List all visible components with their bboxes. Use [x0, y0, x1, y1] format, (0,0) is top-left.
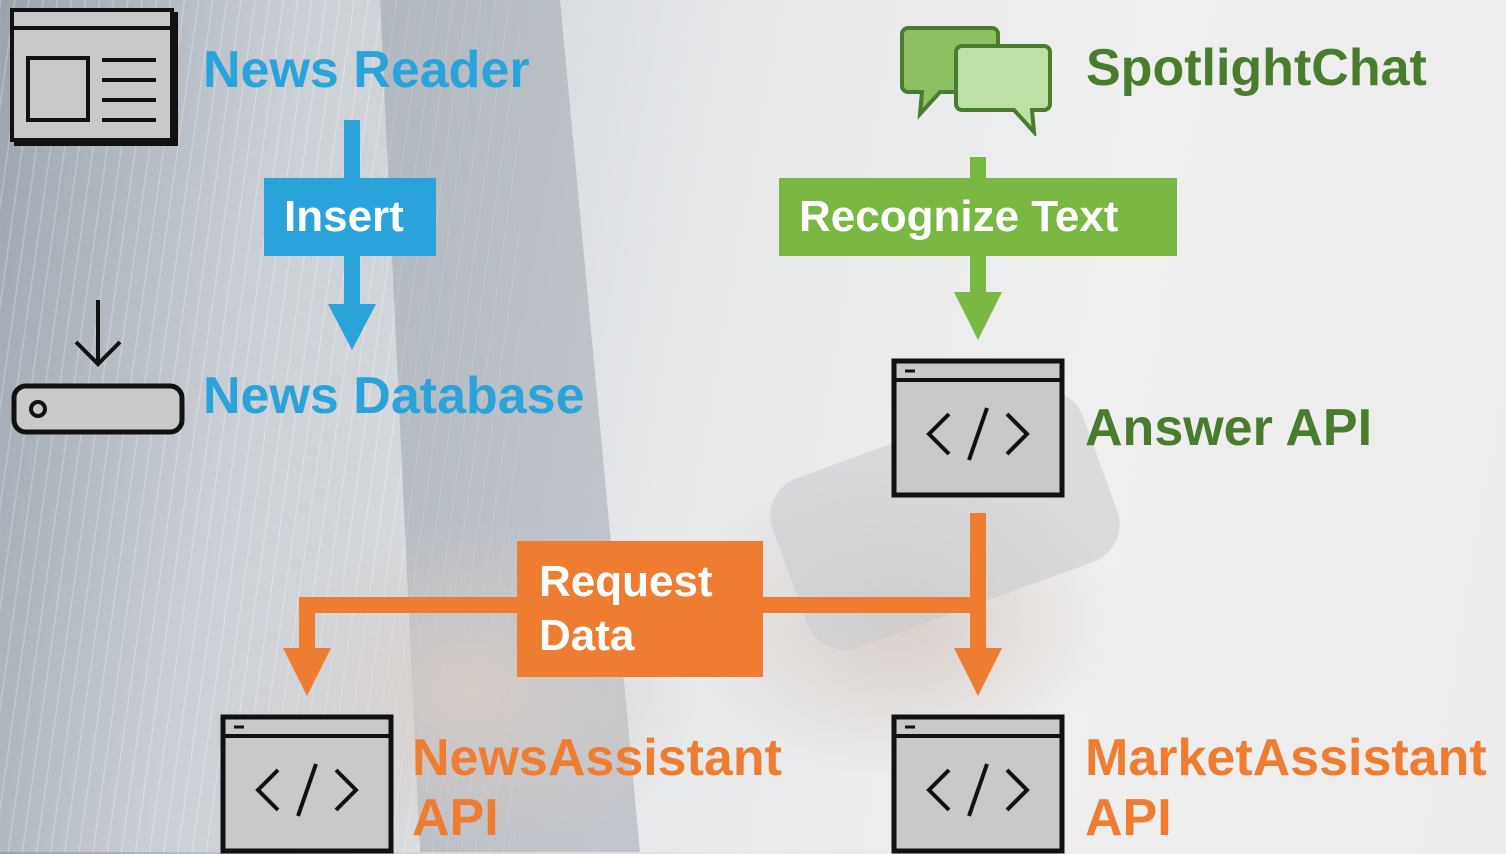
answer-api-label: Answer API: [1085, 399, 1373, 457]
news-assistant-api-label: NewsAssistant API: [412, 728, 782, 848]
news-assistant-api-line-1: NewsAssistant: [412, 729, 782, 787]
insert-tag-text: Insert: [284, 191, 404, 241]
news-assistant-code-window-icon: [220, 714, 394, 854]
recognize-text-tag: Recognize Text: [779, 178, 1177, 256]
news-reader-label: News Reader: [203, 41, 530, 99]
request-data-tag: Request Data: [517, 541, 763, 677]
chat-bubbles-icon: [900, 26, 1052, 136]
market-assistant-code-window-icon: [891, 714, 1065, 854]
spotlight-chat-label: SpotlightChat: [1086, 39, 1427, 97]
insert-tag: Insert: [264, 178, 436, 256]
market-assistant-api-line-2: API: [1085, 789, 1172, 847]
market-assistant-api-label: MarketAssistant API: [1085, 728, 1487, 848]
answer-api-code-window-icon: [891, 358, 1065, 498]
request-data-tag-line-1: Request: [539, 557, 713, 606]
news-database-label: News Database: [203, 367, 585, 425]
download-to-drive-icon: [11, 300, 185, 435]
request-data-arrows: [283, 513, 1002, 696]
recognize-text-tag-text: Recognize Text: [799, 191, 1119, 241]
request-data-tag-line-2: Data: [539, 611, 635, 660]
newspaper-icon: [10, 8, 178, 146]
market-assistant-api-line-1: MarketAssistant: [1085, 729, 1487, 787]
news-assistant-api-line-2: API: [412, 789, 499, 847]
